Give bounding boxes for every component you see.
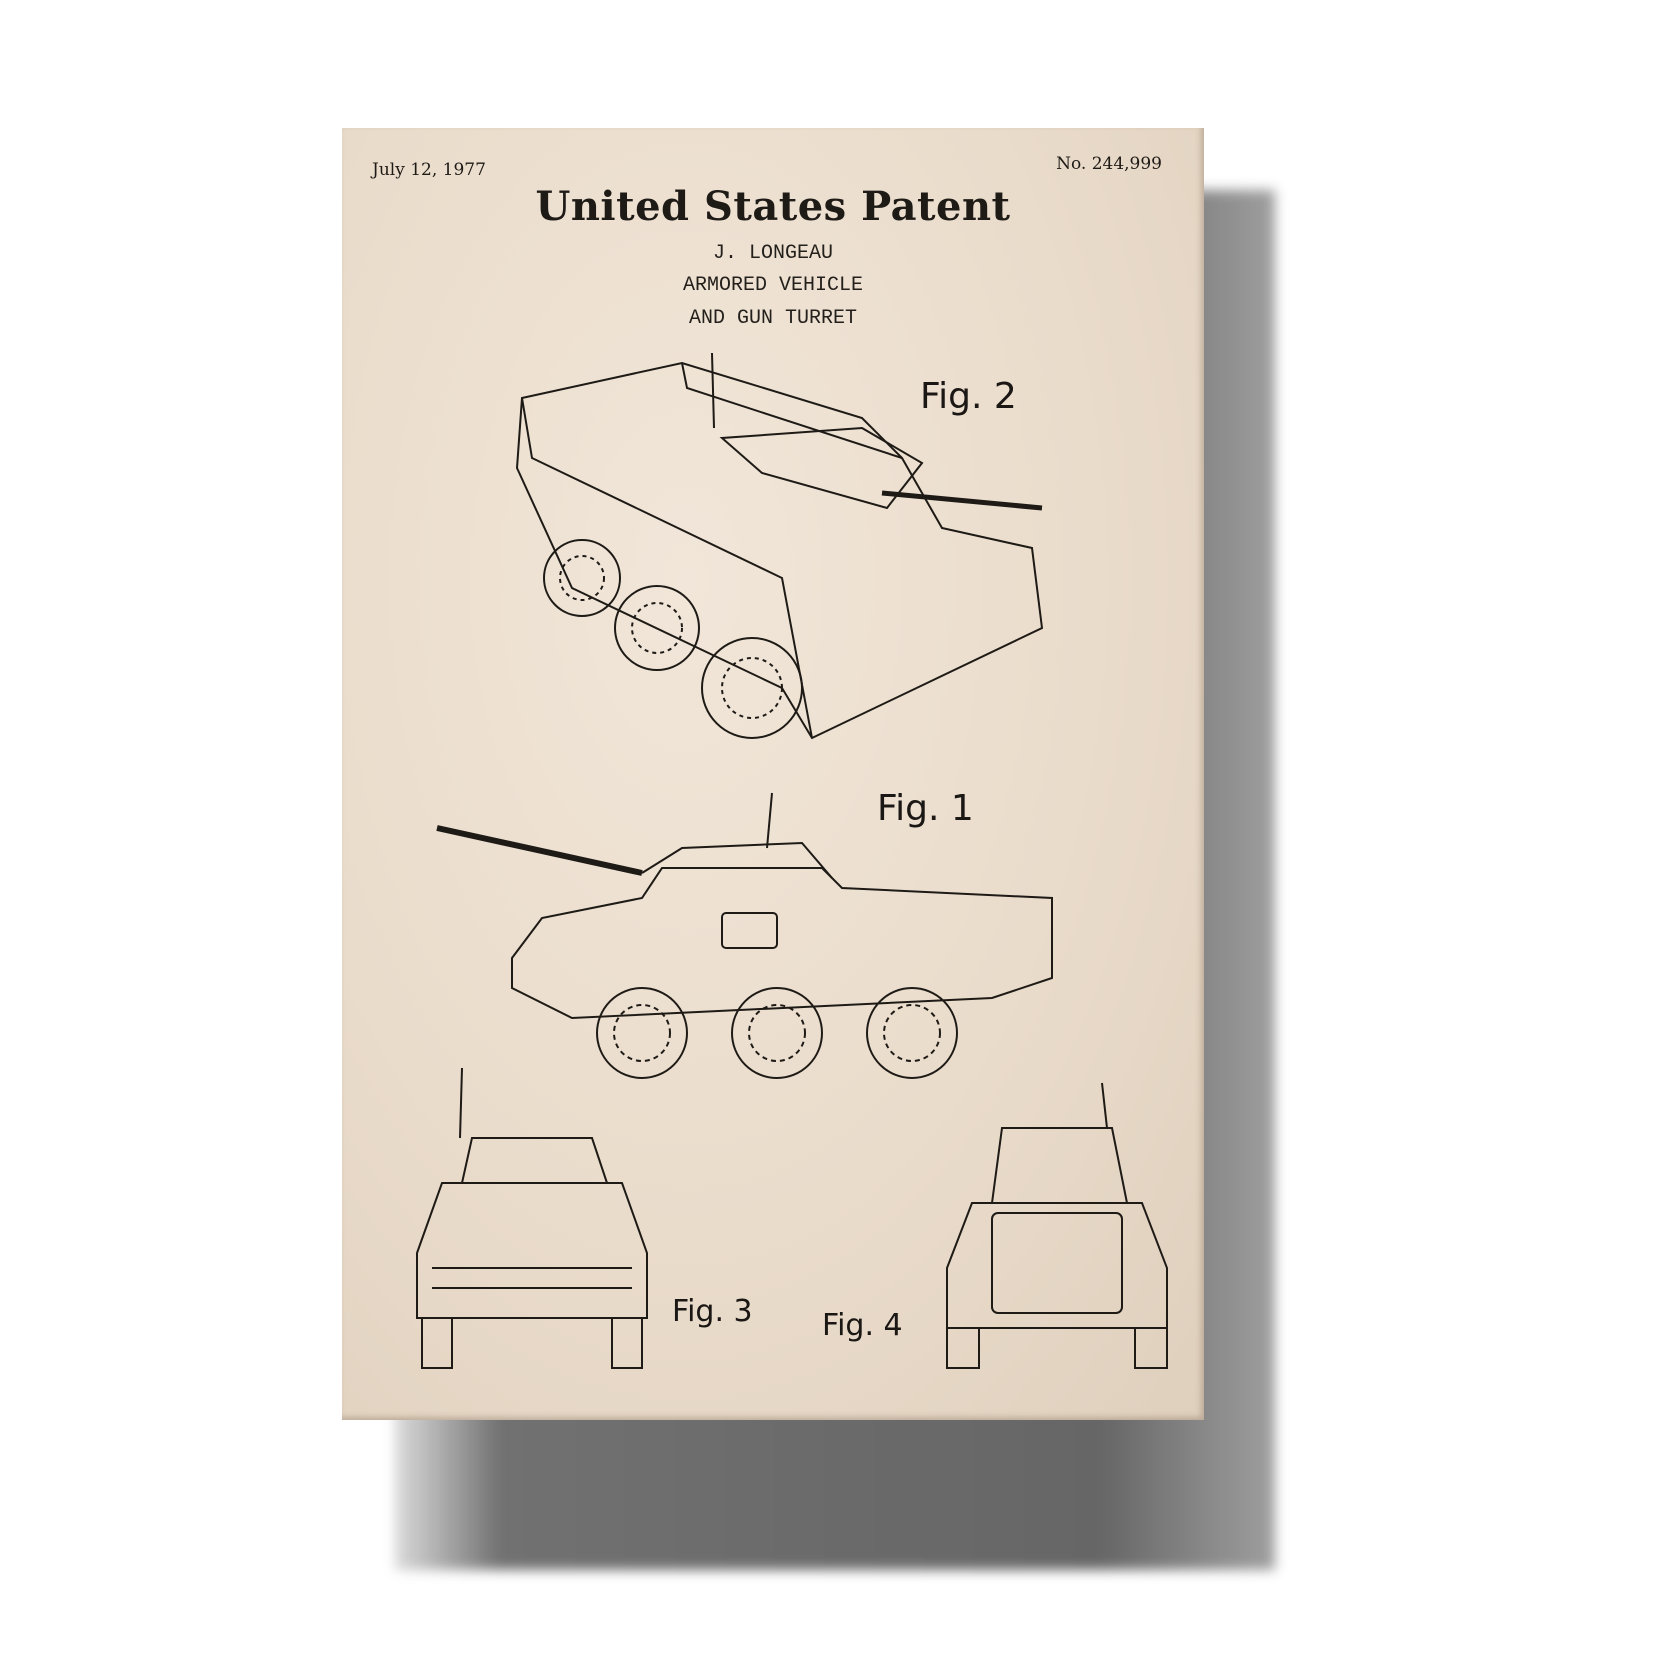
subject-line-1: ARMORED VEHICLE (682, 274, 864, 297)
subject-line-2: AND GUN TURRET (688, 307, 858, 330)
fig-2-label: Fig. 2 (920, 376, 1017, 417)
patent-date: July 12, 1977 (372, 160, 486, 180)
patent-title: United States Patent (535, 183, 1011, 230)
patent-number: No. 244,999 (1056, 154, 1162, 174)
fig-2-drawing (515, 352, 1044, 740)
fig-1-label: Fig. 1 (877, 788, 974, 829)
fig-4-drawing (946, 1082, 1168, 1369)
fig-3-drawing (416, 1067, 648, 1369)
patent-drawings (416, 352, 1168, 1369)
fig-3-label: Fig. 3 (672, 1294, 753, 1329)
canvas-print: July 12, 1977 No. 244,999 United States … (342, 128, 1204, 1420)
fig-4-label: Fig. 4 (822, 1308, 903, 1343)
fig-1-drawing (436, 792, 1053, 1079)
inventor-name: J. LONGEAU (712, 242, 834, 265)
